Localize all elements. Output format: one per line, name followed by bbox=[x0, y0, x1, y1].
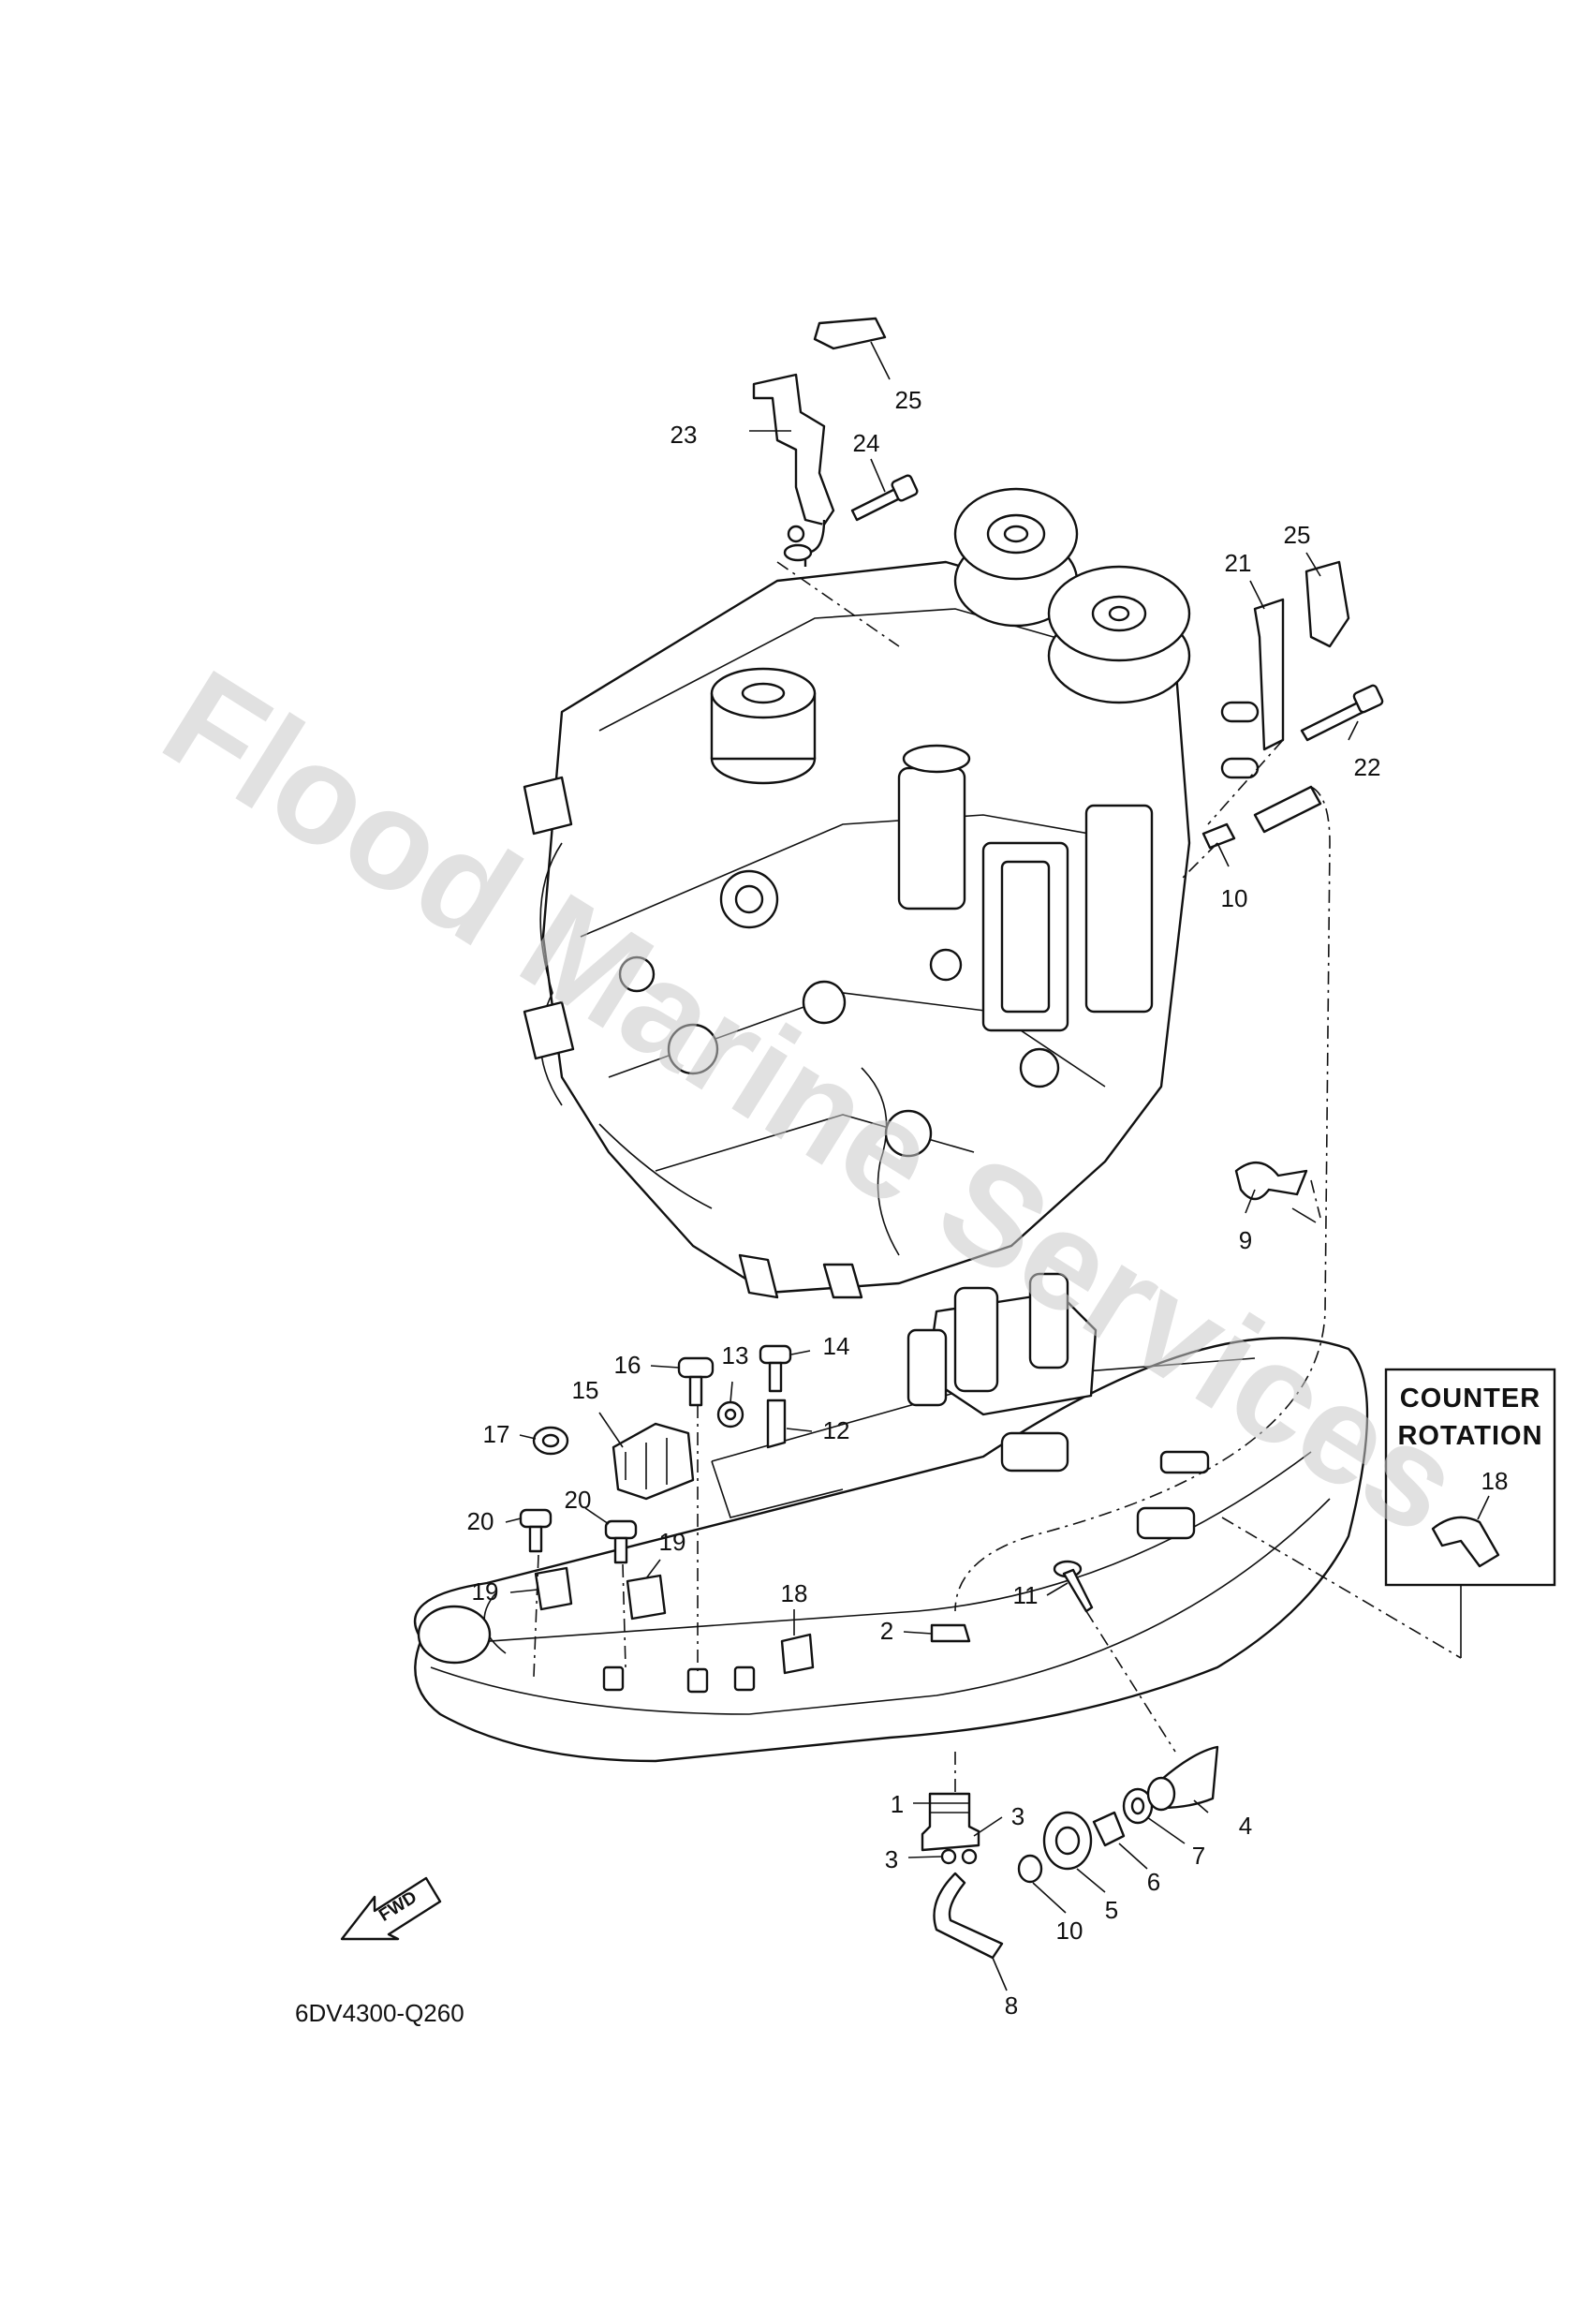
hose-fitting bbox=[1253, 785, 1322, 834]
bolt-16 bbox=[677, 1356, 715, 1407]
counter-rotation-clamp bbox=[1431, 1516, 1500, 1568]
fitting-6 bbox=[1092, 1811, 1126, 1847]
clamp-10-lower bbox=[1017, 1854, 1043, 1884]
cap-25-right bbox=[1304, 560, 1350, 648]
callout-17: 17 bbox=[483, 1420, 510, 1448]
clip-19-right bbox=[626, 1574, 667, 1621]
callout-10-upper: 10 bbox=[1221, 884, 1248, 912]
callout-11: 11 bbox=[1013, 1581, 1039, 1609]
bolt-22 bbox=[1300, 684, 1384, 742]
bottom-cowling bbox=[413, 1272, 1369, 1763]
callout-4: 4 bbox=[1239, 1812, 1252, 1840]
counter-rotation-line1: COUNTER bbox=[1400, 1384, 1540, 1414]
clamp-13 bbox=[716, 1400, 744, 1428]
bracket-23 bbox=[752, 373, 835, 567]
leader-lines bbox=[505, 341, 1462, 1991]
clamp-18 bbox=[780, 1633, 815, 1675]
figure-code: 6DV4300-Q260 bbox=[295, 1999, 464, 2027]
bolt-20-left bbox=[519, 1508, 553, 1553]
cap-25-top bbox=[813, 317, 887, 350]
counter-rotation-line2: ROTATION bbox=[1397, 1421, 1542, 1451]
clip-19-left bbox=[534, 1566, 573, 1611]
clamp-10-upper bbox=[1201, 822, 1236, 850]
callout-6: 6 bbox=[1147, 1868, 1160, 1896]
callout-25-top: 25 bbox=[895, 386, 922, 414]
bracket-21 bbox=[1220, 598, 1285, 779]
grommet-17 bbox=[532, 1426, 569, 1456]
callout-9: 9 bbox=[1239, 1226, 1252, 1254]
grommet-2 bbox=[930, 1623, 971, 1643]
callout-10-lower: 10 bbox=[1056, 1917, 1083, 1945]
callout-20-right: 20 bbox=[565, 1486, 592, 1514]
bolt-20-right bbox=[604, 1519, 638, 1564]
clip-3-left bbox=[940, 1848, 957, 1865]
bolt-14 bbox=[759, 1344, 792, 1393]
cap-4 bbox=[1146, 1745, 1219, 1812]
plate-15-ribs bbox=[625, 1438, 668, 1489]
callout-5: 5 bbox=[1105, 1896, 1118, 1924]
plate-15 bbox=[612, 1422, 695, 1501]
bolt-24 bbox=[850, 474, 919, 522]
clip-3-right bbox=[961, 1848, 978, 1865]
callout-3-right: 3 bbox=[1011, 1802, 1024, 1830]
callout-8: 8 bbox=[1005, 1991, 1018, 2020]
callout-numbers: 25 23 24 25 21 22 10 9 14 16 13 12 15 17… bbox=[467, 386, 1381, 2020]
callout-25-right: 25 bbox=[1284, 521, 1311, 549]
callout-24: 24 bbox=[853, 429, 880, 457]
callout-18-box: 18 bbox=[1481, 1467, 1509, 1495]
callout-12: 12 bbox=[823, 1416, 850, 1444]
callout-1: 1 bbox=[891, 1790, 904, 1818]
clip-9 bbox=[1234, 1162, 1308, 1201]
engine-block bbox=[523, 487, 1191, 1299]
callout-19-right: 19 bbox=[659, 1528, 686, 1556]
flush-fitting-1 bbox=[921, 1792, 980, 1852]
callout-3-left: 3 bbox=[885, 1845, 898, 1873]
callout-19-left: 19 bbox=[472, 1577, 499, 1606]
callout-13: 13 bbox=[722, 1341, 749, 1369]
hose-8 bbox=[933, 1872, 1004, 1960]
screw-11 bbox=[1053, 1560, 1094, 1613]
hose-route bbox=[954, 786, 1331, 1612]
callout-15: 15 bbox=[572, 1376, 599, 1404]
callout-16: 16 bbox=[614, 1351, 641, 1379]
callout-20-left: 20 bbox=[467, 1507, 494, 1535]
callout-23: 23 bbox=[671, 421, 698, 449]
callout-14: 14 bbox=[823, 1332, 850, 1360]
callout-7: 7 bbox=[1192, 1842, 1205, 1870]
callout-2: 2 bbox=[880, 1617, 893, 1645]
callout-18: 18 bbox=[781, 1579, 808, 1607]
callout-21: 21 bbox=[1225, 549, 1252, 577]
callout-22: 22 bbox=[1354, 753, 1381, 781]
nut-5 bbox=[1042, 1811, 1093, 1871]
bracket-12 bbox=[766, 1399, 787, 1449]
counter-rotation-box: COUNTER ROTATION 18 bbox=[1384, 1368, 1556, 1587]
fwd-arrow: FWD bbox=[340, 1876, 442, 1941]
